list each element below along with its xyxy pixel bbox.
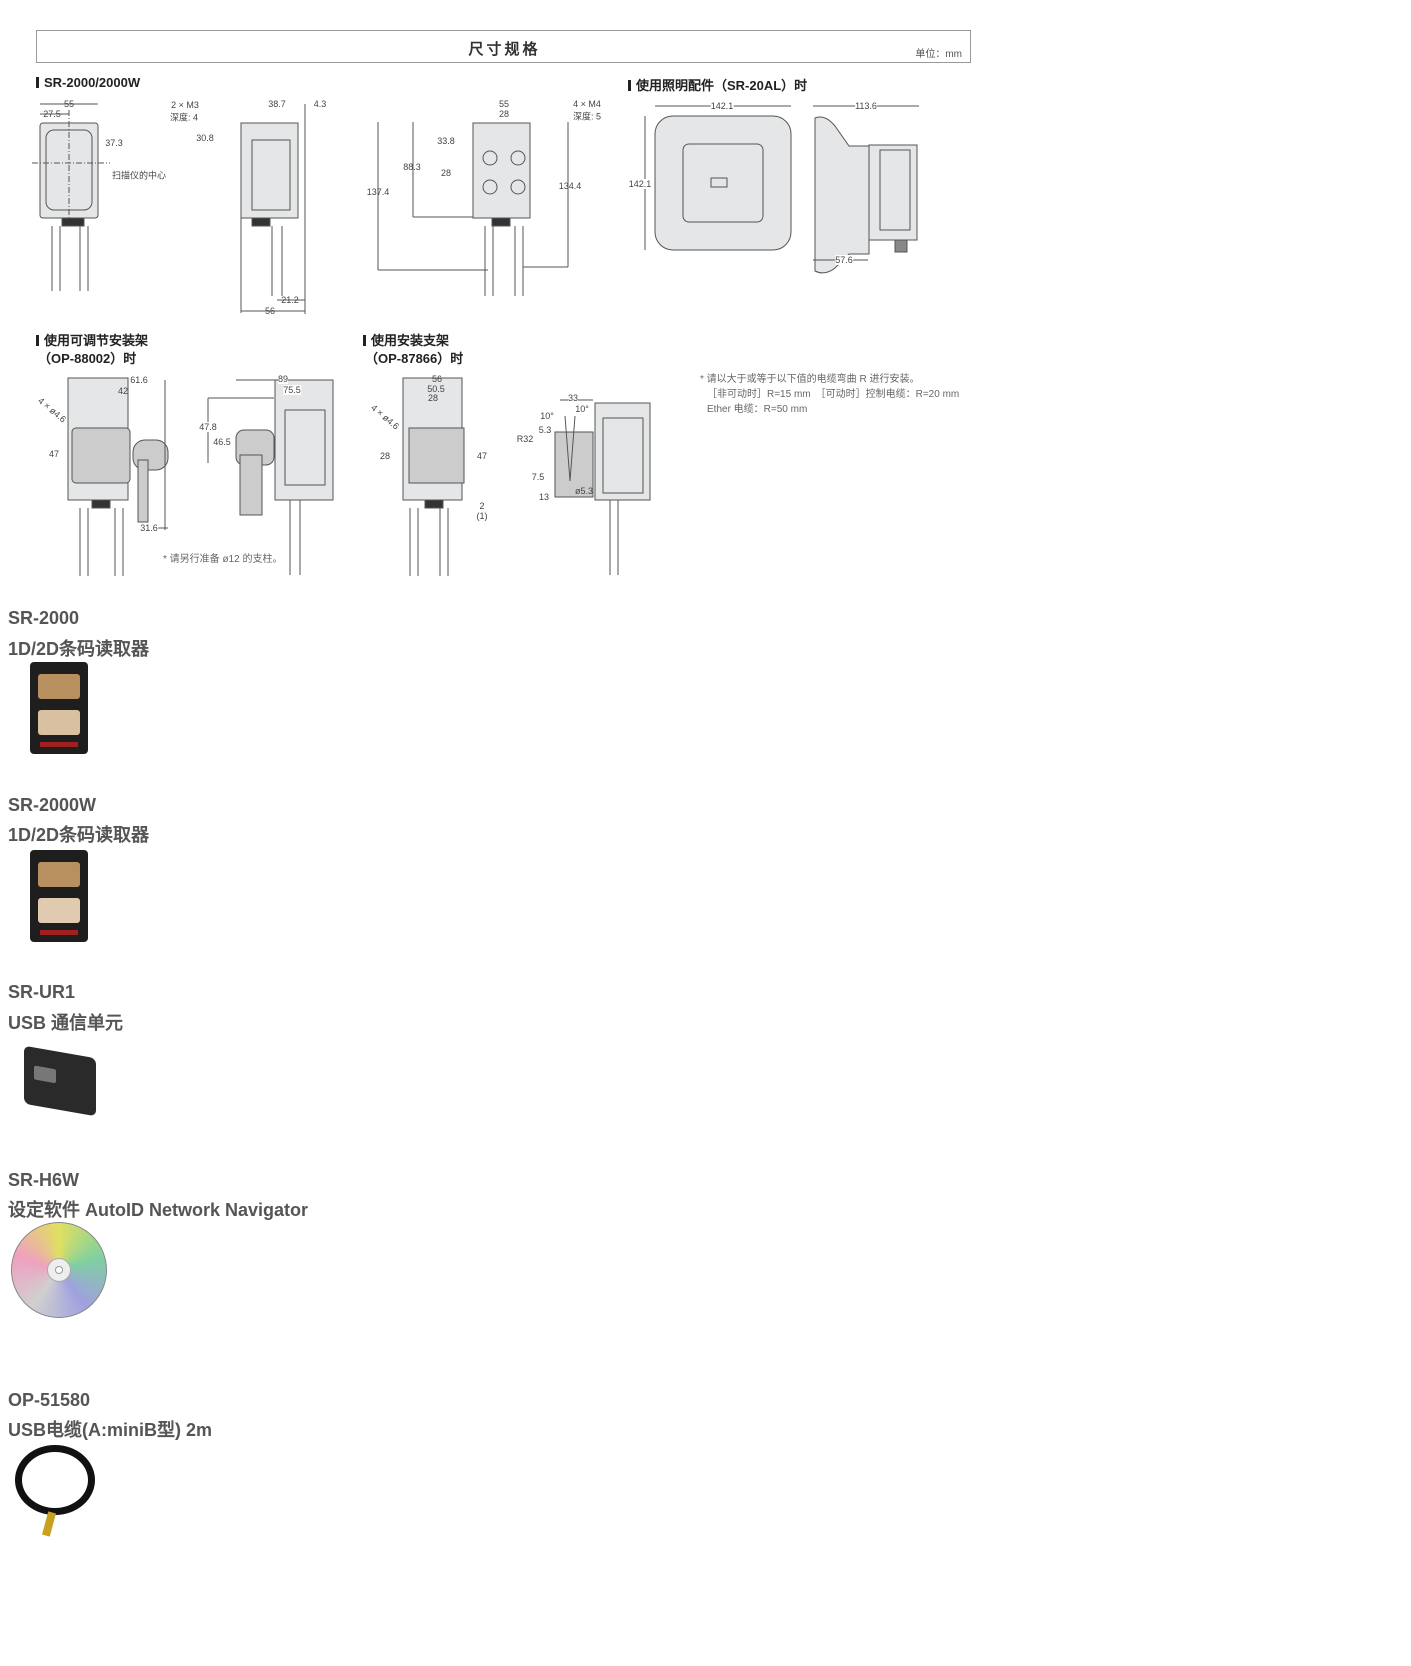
- dim-label: 27.5: [43, 109, 61, 119]
- dim-label: 21.2: [281, 295, 299, 305]
- dim-label: 31.6: [140, 523, 158, 533]
- product-model: SR-H6W: [8, 1170, 79, 1190]
- section-adjustable-mount-model: （OP-88002）时: [38, 351, 137, 366]
- section-title: 使用照明配件（SR-20AL）时: [636, 78, 808, 93]
- lighting-front-drawing: [644, 105, 792, 251]
- dim-label: 2 × M3: [171, 100, 199, 110]
- usb-cable-image: [15, 1445, 95, 1515]
- dim-label: 深度: 5: [572, 111, 602, 122]
- unit-label: 单位：mm: [915, 49, 962, 60]
- dim-label: 134.4: [558, 181, 582, 191]
- dim-label: 28: [379, 451, 391, 461]
- dim-label: 4 × M4: [573, 99, 601, 109]
- dim-label: 28: [440, 168, 452, 178]
- dim-label: 61.6: [130, 375, 148, 385]
- cable-note-line: * 请以大于或等于以下值的电缆弯曲 R 进行安装。: [700, 374, 920, 385]
- section-title: 使用可调节安装架: [44, 333, 149, 348]
- dim-label: 30.8: [196, 133, 214, 143]
- dim-label: 28: [427, 393, 439, 403]
- product-desc: 设定软件 AutoID Network Navigator: [8, 1200, 309, 1220]
- section-mount-bracket-model: （OP-87866）时: [365, 351, 464, 366]
- section-sr2000: SR-2000/2000W: [36, 75, 140, 90]
- dim-label: 113.6: [855, 101, 877, 111]
- section-title: 使用安装支架: [371, 333, 450, 348]
- dim-label: 13: [538, 492, 550, 502]
- dim-label: 10°: [540, 411, 554, 421]
- cable-note: * 请以大于或等于以下值的电缆弯曲 R 进行安装。 ［非可动时］R=15 mm …: [700, 372, 959, 417]
- dim-label: 42: [117, 386, 129, 396]
- barcode-reader-image: [30, 850, 88, 942]
- usb-unit-image: [24, 1045, 96, 1117]
- section-mount-bracket: 使用安装支架: [363, 330, 449, 349]
- dim-label: 28: [498, 109, 510, 119]
- product-model: SR-2000W: [8, 795, 97, 815]
- cable-note-line: Ether 电缆：R=50 mm: [707, 404, 808, 415]
- back-view-drawing: [377, 122, 569, 296]
- section-lighting: 使用照明配件（SR-20AL）时: [628, 75, 807, 94]
- mount-bracket-drawing: [402, 377, 465, 576]
- dim-label: 47: [476, 451, 488, 461]
- dim-label: 深度: 4: [169, 112, 199, 123]
- dim-label: 扫描仪的中心: [111, 170, 167, 181]
- adjustable-mount-side-drawing: [207, 379, 334, 575]
- dim-label: ø5.3: [574, 486, 594, 496]
- dim-label: 56: [431, 374, 443, 384]
- dim-label: 57.6: [835, 255, 853, 265]
- dim-label: 75.5: [283, 385, 301, 395]
- dim-label: 46.5: [213, 437, 231, 447]
- dim-label: 33: [567, 393, 579, 403]
- section-adjustable-mount: 使用可调节安装架: [36, 330, 148, 349]
- dim-label: 10°: [575, 404, 589, 414]
- dim-label: 5.3: [538, 425, 552, 435]
- section-title: SR-2000/2000W: [44, 75, 141, 90]
- adjustable-mount-drawing: [67, 377, 169, 576]
- post-note: * 请另行准备 ø12 的支柱。: [163, 554, 283, 565]
- side-view-drawing: [240, 104, 306, 314]
- dim-label: 88.3: [403, 162, 421, 172]
- dim-label: 33.8: [437, 136, 455, 146]
- product-desc: 1D/2D条码读取器: [8, 639, 150, 659]
- dim-label: 7.5: [531, 472, 545, 482]
- dim-label: 47: [48, 449, 60, 459]
- header-title: 尺寸规格: [468, 41, 541, 58]
- front-view-drawing: [32, 103, 110, 291]
- dim-label: 142.1: [710, 101, 734, 111]
- barcode-reader-image: [30, 662, 88, 754]
- dim-label: 55: [63, 99, 75, 109]
- lighting-side-drawing: [813, 105, 919, 274]
- mount-bracket-side-drawing: [554, 399, 651, 575]
- cable-note-line: ［非可动时］R=15 mm ［可动时］控制电缆：R=20 mm: [707, 389, 960, 400]
- dim-label: R32: [516, 434, 534, 444]
- dim-label: 137.4: [366, 187, 390, 197]
- dim-label: 47.8: [199, 422, 217, 432]
- product-model: SR-UR1: [8, 982, 76, 1002]
- usb-connector-icon: [42, 1511, 56, 1537]
- dim-label: 142.1: [628, 179, 652, 189]
- dim-label: 4.3: [313, 99, 327, 109]
- dimension-header: 尺寸规格 单位：mm: [36, 30, 971, 63]
- product-desc: USB电缆(A:miniB型) 2m: [8, 1420, 213, 1440]
- dim-label: 89: [277, 374, 289, 384]
- dim-label: (1): [476, 511, 488, 521]
- product-desc: USB 通信单元: [8, 1013, 124, 1033]
- dimension-drawings: [32, 103, 919, 576]
- product-model: SR-2000: [8, 608, 80, 628]
- dim-label: 37.3: [105, 138, 123, 148]
- dim-label: 56: [264, 306, 276, 316]
- cd-image: [11, 1222, 107, 1318]
- dim-label: 50.5: [427, 384, 445, 394]
- dim-label: 2: [479, 501, 485, 511]
- dim-label: 38.7: [268, 99, 286, 109]
- dim-label: 55: [498, 99, 510, 109]
- product-desc: 1D/2D条码读取器: [8, 825, 150, 845]
- product-model: OP-51580: [8, 1390, 91, 1410]
